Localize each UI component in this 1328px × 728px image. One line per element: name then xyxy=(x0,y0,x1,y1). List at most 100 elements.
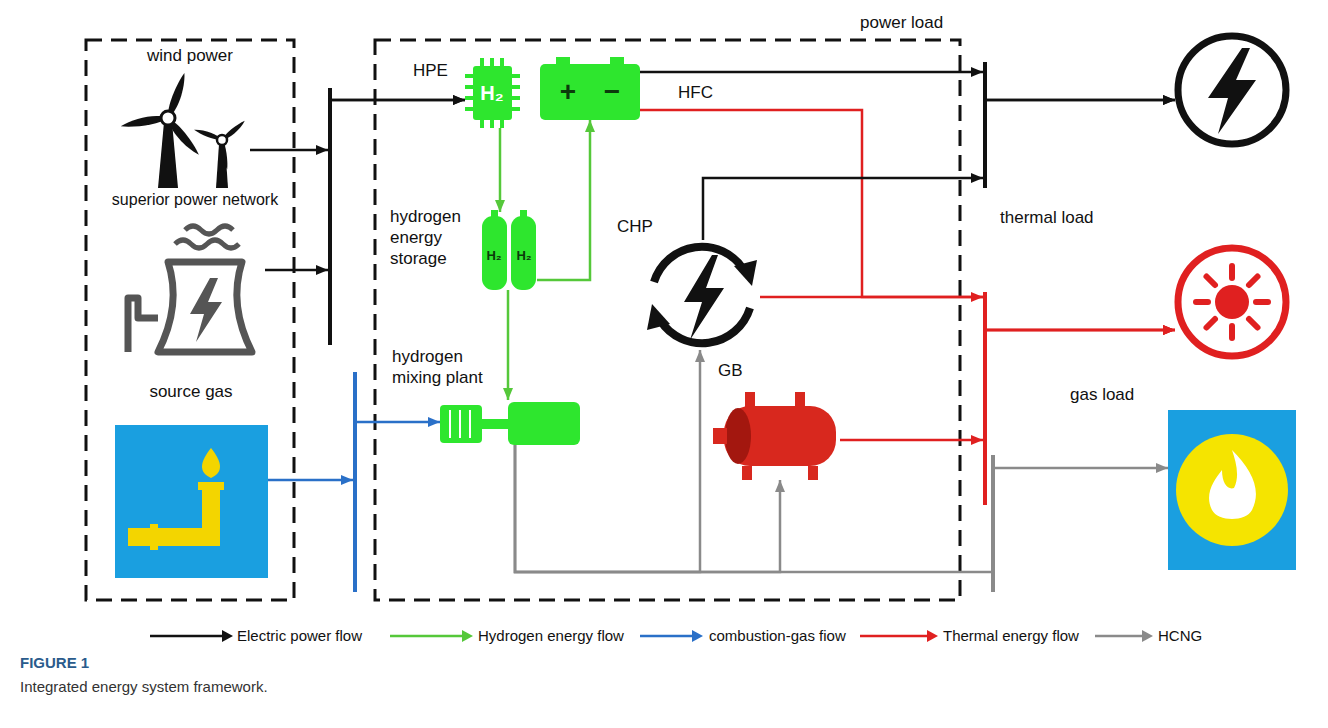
energy-flow-connector xyxy=(640,110,1175,330)
fuel-cell-icon xyxy=(556,57,570,65)
thermal-load-icon xyxy=(1178,248,1286,356)
electrolyzer-icon xyxy=(512,107,520,111)
fuel-cell-icon xyxy=(540,57,640,120)
hydrogen-tank-icon xyxy=(520,210,527,218)
legend-text: Hydrogen energy flow xyxy=(478,627,624,645)
legend-text: Thermal energy flow xyxy=(943,627,1079,645)
mixing-plant-icon xyxy=(508,402,580,445)
electrolyzer-icon xyxy=(490,58,494,66)
legend-sample xyxy=(1142,630,1153,642)
chp-icon xyxy=(684,255,724,340)
fuel-cell-icon xyxy=(540,64,640,120)
gas-source-icon xyxy=(202,488,220,546)
hydrogen-tank-icon xyxy=(482,210,536,290)
icon-text: H₂ xyxy=(516,248,531,264)
legend-sample xyxy=(390,635,464,638)
node-label: CHP xyxy=(617,216,653,237)
bus-bar xyxy=(330,62,993,592)
chp-unit: CHP xyxy=(645,240,760,350)
legend-sample xyxy=(222,630,233,642)
node-label: gas load xyxy=(1070,384,1134,405)
electrolyzer-icon xyxy=(480,120,484,128)
thermal-load: thermal load xyxy=(1175,245,1290,360)
node-label: HPE xyxy=(413,60,448,81)
wind-turbine-icon xyxy=(161,111,175,125)
chp-icon xyxy=(647,247,757,343)
legend-sample xyxy=(150,635,224,638)
gas-source-icon xyxy=(198,482,224,490)
dashed-region xyxy=(86,40,294,600)
legend-sample xyxy=(927,630,938,642)
legend-sample xyxy=(692,630,703,642)
energy-flow-connector xyxy=(840,330,1175,440)
power-plant-icon xyxy=(185,226,233,234)
electrolyzer-icon xyxy=(512,85,520,89)
figure-number: FIGURE 1 xyxy=(20,654,89,672)
electrolyzer: HPEH₂ xyxy=(465,58,520,128)
gas-boiler: GB xyxy=(712,390,840,480)
legend-sample xyxy=(860,635,929,638)
energy-flow-connector xyxy=(537,120,590,280)
gas-source-icon xyxy=(150,524,158,550)
mixing-plant-icon xyxy=(450,410,470,438)
caption: Integrated energy system framework. xyxy=(20,678,268,696)
power-load-icon xyxy=(1208,48,1256,134)
gas-boiler-icon xyxy=(713,392,836,480)
chp-icon xyxy=(734,260,757,286)
gas-load-icon xyxy=(1168,410,1296,570)
energy-flow-connector xyxy=(515,445,780,572)
power-load: power load xyxy=(1175,30,1290,150)
legend-sample xyxy=(640,635,694,638)
icon-text: + xyxy=(560,75,576,109)
dashed-region xyxy=(375,40,960,600)
hydrogen-tank-icon xyxy=(511,216,536,290)
energy-flow-connector xyxy=(640,72,1175,100)
electrolyzer-icon xyxy=(465,96,473,100)
dashed-region xyxy=(86,40,960,600)
electrolyzer-icon xyxy=(500,58,504,66)
thermal-load-icon xyxy=(1207,277,1216,286)
gas-boiler-icon xyxy=(724,406,836,466)
energy-flow-connector xyxy=(703,100,1175,240)
electrolyzer-icon xyxy=(465,107,473,111)
fuel-cell-icon xyxy=(610,57,624,65)
gas-source: source gas xyxy=(115,425,268,578)
chp-icon xyxy=(654,247,750,343)
node-label: source gas xyxy=(149,381,232,402)
wind-turbine-icon xyxy=(217,135,227,145)
legend-text: Electric power flow xyxy=(237,627,362,645)
power-load-icon xyxy=(1178,36,1286,144)
power-plant-icon xyxy=(175,240,239,248)
energy-flow-connector xyxy=(507,290,510,400)
electrolyzer-icon xyxy=(512,96,520,100)
thermal-load-icon xyxy=(1249,319,1258,328)
power-load-icon xyxy=(1178,36,1286,144)
gas-source-icon xyxy=(115,425,268,578)
bus-bar xyxy=(353,372,357,592)
legend-sample xyxy=(1095,635,1144,638)
gas-load-icon xyxy=(1168,410,1296,570)
power-plant-icon xyxy=(158,262,252,352)
icon-text: H₂ xyxy=(480,81,503,105)
mixing-plant-icon xyxy=(440,405,482,443)
thermal-load-icon xyxy=(1229,266,1235,278)
electrolyzer-icon xyxy=(512,74,520,78)
chp-icon xyxy=(647,304,670,330)
node-label: superior power network xyxy=(112,190,278,210)
thermal-load-icon xyxy=(1249,277,1258,286)
node-label: wind power xyxy=(147,45,233,66)
node-label: power load xyxy=(860,12,943,33)
mixing-plant-icon xyxy=(440,402,580,445)
gas-source-icon xyxy=(202,448,220,478)
thermal-load-icon xyxy=(1178,248,1286,356)
electrolyzer-icon xyxy=(473,66,512,120)
chp-icon xyxy=(654,247,744,282)
node-label: hydrogen mixing plant xyxy=(392,346,504,388)
legend-text: HCNG xyxy=(1158,627,1202,645)
electrolyzer-icon xyxy=(500,120,504,128)
wind-turbine-icon xyxy=(193,119,246,170)
gas-boiler-icon xyxy=(725,408,751,464)
